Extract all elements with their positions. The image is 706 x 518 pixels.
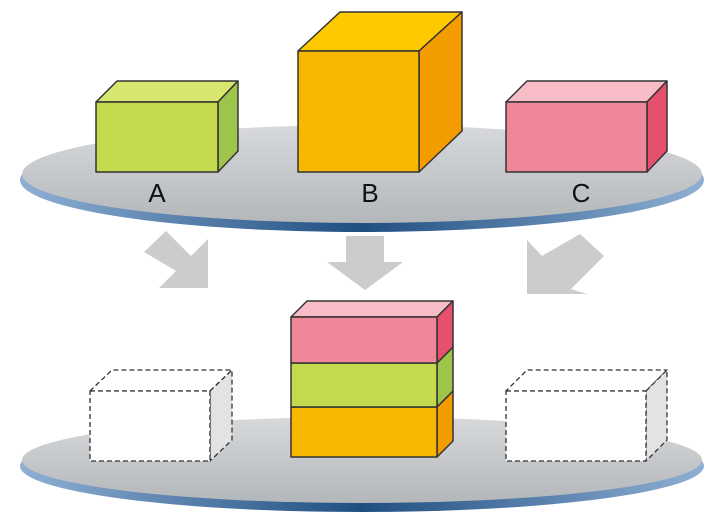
arrow-right xyxy=(527,234,604,294)
ghost-box-right xyxy=(505,369,668,462)
stack-orange-front xyxy=(290,406,438,458)
arrows xyxy=(144,231,604,294)
ghost-right-top xyxy=(505,369,668,392)
box-a-top xyxy=(95,80,239,103)
stacked-boxes xyxy=(290,300,454,458)
ghost-left-top xyxy=(89,369,233,392)
label-b: B xyxy=(361,178,378,208)
label-c: C xyxy=(572,178,591,208)
box-b-front xyxy=(297,50,420,173)
ghost-box-left xyxy=(89,369,233,462)
box-c-pink xyxy=(505,80,668,173)
arrow-left xyxy=(144,231,208,288)
ghost-right-front xyxy=(505,390,647,462)
box-c-top xyxy=(505,80,668,103)
label-a: A xyxy=(148,178,166,208)
stack-pink-top xyxy=(290,300,454,318)
arrow-center xyxy=(327,236,403,290)
ghost-left-front xyxy=(89,390,211,462)
box-b-orange xyxy=(297,11,463,173)
box-a-green xyxy=(95,80,239,173)
box-a-front xyxy=(95,101,219,173)
box-c-front xyxy=(505,101,648,173)
stack-pink-front xyxy=(290,316,438,364)
stack-green-front xyxy=(290,362,438,408)
